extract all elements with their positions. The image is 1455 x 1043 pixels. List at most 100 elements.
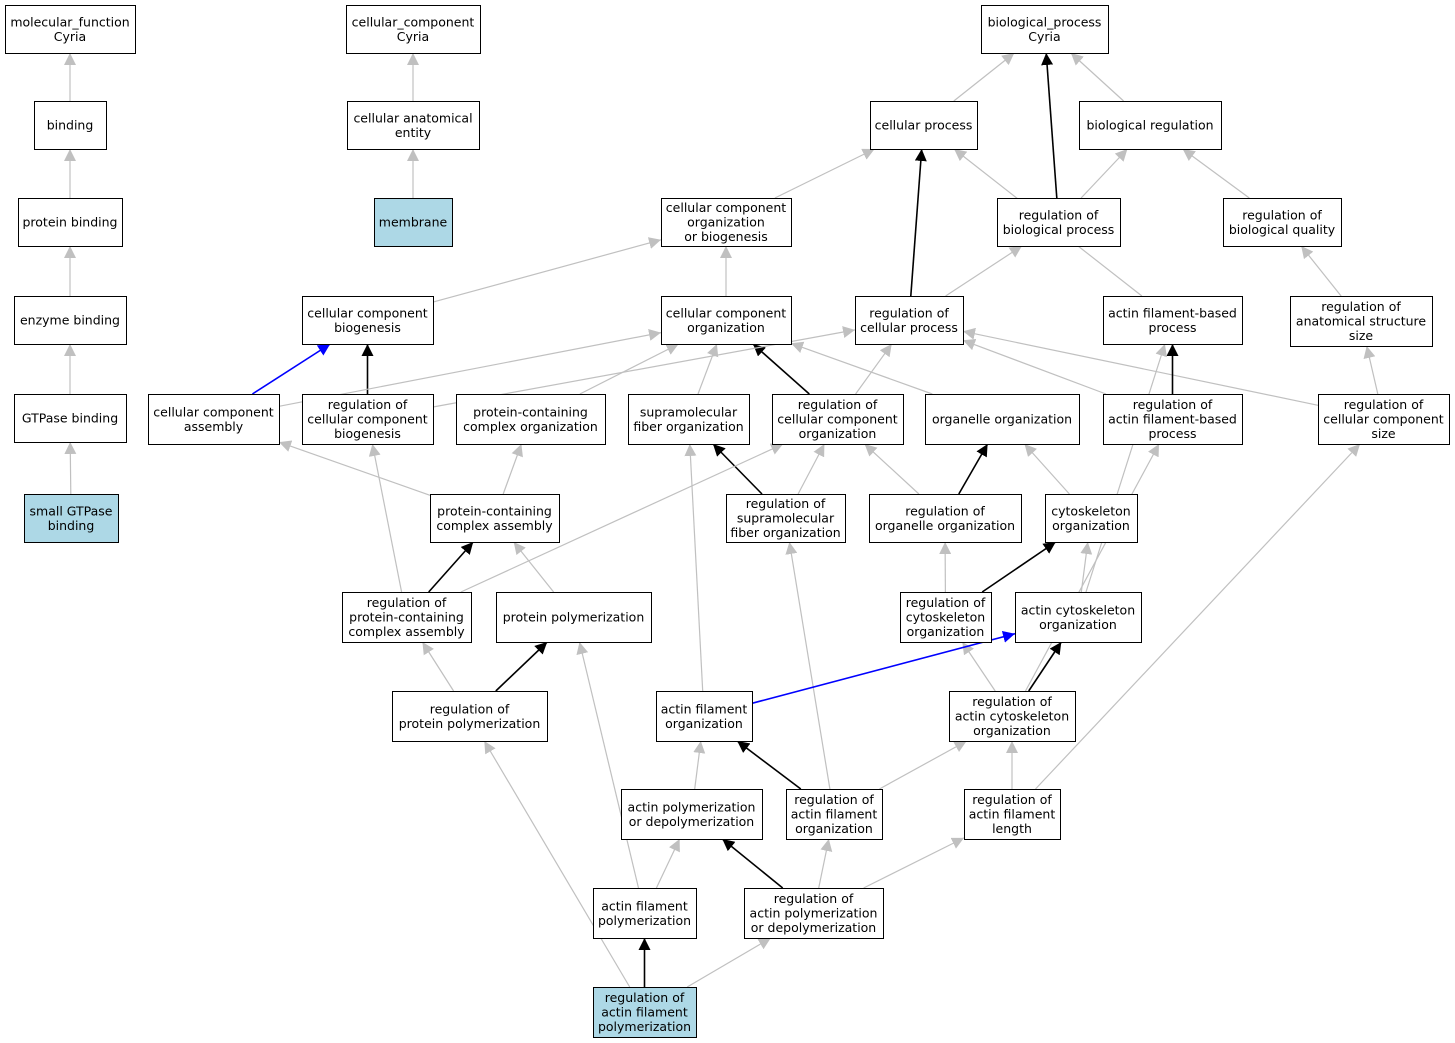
node-label-line: actin filament bbox=[601, 1005, 688, 1020]
node-label-line: biological regulation bbox=[1086, 118, 1213, 133]
node-box bbox=[1103, 296, 1243, 345]
node-label-line: regulation of bbox=[1321, 299, 1401, 314]
edge-regulates-reg_afo-to-afo bbox=[736, 740, 802, 790]
go-term-node-pp[interactable]: protein polymerization bbox=[496, 592, 652, 643]
edge-regulates-reg_co-to-co bbox=[981, 541, 1057, 593]
node-label-line: cellular component bbox=[1323, 412, 1443, 427]
node-box bbox=[1318, 394, 1450, 445]
node-label-line: regulation of bbox=[430, 701, 510, 716]
node-label-line: complex assembly bbox=[348, 624, 465, 639]
go-term-node-biological-regulation[interactable]: biological regulation bbox=[1079, 101, 1222, 150]
node-box bbox=[14, 296, 127, 345]
node-label-line: size bbox=[1371, 426, 1396, 441]
node-box bbox=[964, 789, 1061, 840]
node-label-line: or depolymerization bbox=[751, 920, 876, 935]
edge-is-a-pcca-to-cca bbox=[278, 440, 431, 496]
edge-is-a-reg_ass-to-reg_bq bbox=[1300, 245, 1342, 297]
node-box bbox=[342, 592, 472, 643]
edge-is-a-aco-to-co bbox=[1080, 541, 1093, 593]
node-label-line: or depolymerization bbox=[629, 814, 754, 829]
node-box bbox=[430, 494, 560, 543]
node-label-line: regulation of bbox=[905, 503, 985, 518]
edge-is-a-reg_afo-to-reg_sfo bbox=[785, 541, 831, 790]
go-term-node-protein-binding[interactable]: protein binding bbox=[18, 198, 123, 247]
node-label-line: binding bbox=[48, 518, 95, 533]
node-box bbox=[593, 987, 697, 1038]
node-box bbox=[148, 394, 280, 445]
edge-is-a-reg_afbp-to-reg_cp bbox=[962, 338, 1107, 395]
node-box bbox=[900, 592, 992, 643]
edge-is-a-ccob-to-cellular_process bbox=[774, 148, 875, 199]
go-term-node-cellular-process[interactable]: cellular process bbox=[870, 101, 978, 150]
node-label-line: fiber organization bbox=[633, 419, 743, 434]
node-label-line: polymerization bbox=[598, 1019, 691, 1034]
edge-is-a-sfo-to-cco bbox=[697, 343, 719, 395]
node-box bbox=[772, 394, 904, 445]
go-term-node-membrane[interactable]: membrane bbox=[374, 198, 453, 247]
edge-is-a-ccb-to-ccob bbox=[432, 237, 662, 303]
go-term-node-oo[interactable]: organelle organization bbox=[925, 394, 1080, 445]
edge-is-a-afp-to-pp bbox=[576, 641, 640, 889]
edge-is-a-pcca-to-pcco bbox=[502, 443, 523, 495]
node-label-line: cellular component bbox=[666, 305, 786, 320]
node-label-line: GTPase binding bbox=[22, 411, 118, 426]
go-term-node-binding[interactable]: binding bbox=[34, 101, 107, 150]
edge-is-a-reg_ccs-to-reg_ass bbox=[1363, 345, 1379, 395]
node-label-line: supramolecular bbox=[737, 511, 835, 526]
node-label-line: actin polymerization bbox=[628, 799, 756, 814]
edge-is-a-reg_apd-to-reg_afl bbox=[863, 837, 965, 889]
go-term-node-gtpase-binding[interactable]: GTPase binding bbox=[14, 394, 127, 443]
node-label-line: organization bbox=[973, 723, 1051, 738]
edge-regulates-reg_sfo-to-sfo bbox=[712, 443, 763, 495]
edge-is-a-reg_cp-to-reg_bp bbox=[945, 245, 1023, 297]
node-label-line: regulation of bbox=[1344, 397, 1424, 412]
go-term-node-enzyme-binding[interactable]: enzyme binding bbox=[14, 296, 127, 345]
edge-is-a-reg_sfo-to-reg_cco bbox=[797, 443, 825, 495]
node-box bbox=[14, 394, 127, 443]
node-label-line: Cyria bbox=[397, 29, 429, 44]
node-label-line: length bbox=[992, 821, 1032, 836]
edge-is-a-reg_cco-to-reg_cp bbox=[855, 343, 893, 395]
node-label-line: complex organization bbox=[463, 419, 598, 434]
node-box bbox=[392, 691, 548, 742]
edge-part-of-afo-to-aco bbox=[751, 630, 1016, 705]
node-label-line: actin filament bbox=[791, 807, 878, 822]
node-label-line: organization bbox=[799, 426, 877, 441]
